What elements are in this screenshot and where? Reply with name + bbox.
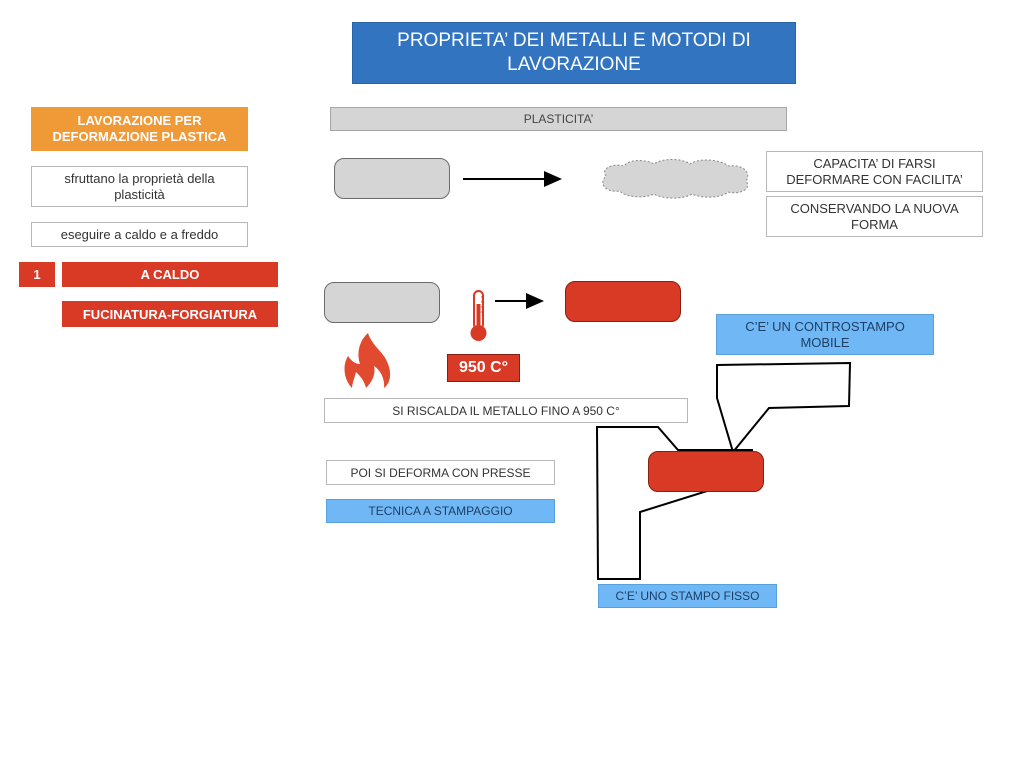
plasticity-definition-2-text: CONSERVANDO LA NUOVA FORMA [790, 200, 959, 232]
mobile-die-label: C’E’ UN CONTROSTAMPO MOBILE [716, 314, 934, 355]
flame-icon [344, 333, 391, 388]
temperature-text: 950 C° [458, 359, 509, 376]
thermometer-icon [470, 290, 487, 341]
process-label-text: FUCINATURA-FORGIATURA [82, 306, 258, 322]
step-label-text: A CALDO [140, 267, 200, 282]
metal-block-hot [565, 281, 681, 322]
plasticity-bar-text: PLASTICITA’ [523, 112, 594, 126]
page-title-text: PROPRIETA’ DEI METALLI E MOTODI DI LAVOR… [397, 30, 751, 75]
heating-description-text: SI RISCALDA IL METALLO FINO A 950 C° [392, 403, 620, 418]
press-note-box: POI SI DEFORMA CON PRESSE [326, 460, 555, 485]
plasticity-bar: PLASTICITA’ [330, 107, 787, 131]
section-heading: LAVORAZIONE PER DEFORMAZIONE PLASTICA [31, 107, 248, 151]
metal-block-original [334, 158, 450, 199]
execution-note-box: eseguire a caldo e a freddo [31, 222, 248, 247]
fixed-die-outline [595, 426, 753, 580]
step-label-bar: A CALDO [62, 262, 278, 287]
page-title: PROPRIETA’ DEI METALLI E MOTODI DI LAVOR… [352, 22, 796, 84]
temperature-badge: 950 C° [447, 354, 520, 382]
execution-note-text: eseguire a caldo e a freddo [60, 226, 219, 242]
fixed-die-label-text: C’E’ UNO STAMPO FISSO [615, 589, 760, 603]
technique-box: TECNICA A STAMPAGGIO [326, 499, 555, 523]
press-note-text: POI SI DEFORMA CON PRESSE [350, 465, 531, 480]
section-heading-text: LAVORAZIONE PER DEFORMAZIONE PLASTICA [52, 113, 227, 144]
plasticity-definition-2: CONSERVANDO LA NUOVA FORMA [766, 196, 983, 237]
deformed-metal-shape [602, 159, 749, 199]
process-label-bar: FUCINATURA-FORGIATURA [62, 301, 278, 327]
plasticity-definition-1: CAPACITA’ DI FARSI DEFORMARE CON FACILIT… [766, 151, 983, 192]
property-note-box: sfruttano la proprietà della plasticità [31, 166, 248, 207]
mobile-die-outline [716, 361, 852, 455]
technique-text: TECNICA A STAMPAGGIO [368, 504, 513, 518]
step-number-text: 1 [33, 267, 41, 282]
mobile-die-label-text: C’E’ UN CONTROSTAMPO MOBILE [745, 318, 905, 350]
plasticity-definition-1-text: CAPACITA’ DI FARSI DEFORMARE CON FACILIT… [786, 155, 963, 187]
step-number-badge: 1 [19, 262, 55, 287]
heating-description-box: SI RISCALDA IL METALLO FINO A 950 C° [324, 398, 688, 423]
fixed-die-label: C’E’ UNO STAMPO FISSO [598, 584, 777, 608]
metal-block-forged [648, 451, 764, 492]
metal-block-cold [324, 282, 440, 323]
property-note-text: sfruttano la proprietà della plasticità [64, 170, 215, 202]
